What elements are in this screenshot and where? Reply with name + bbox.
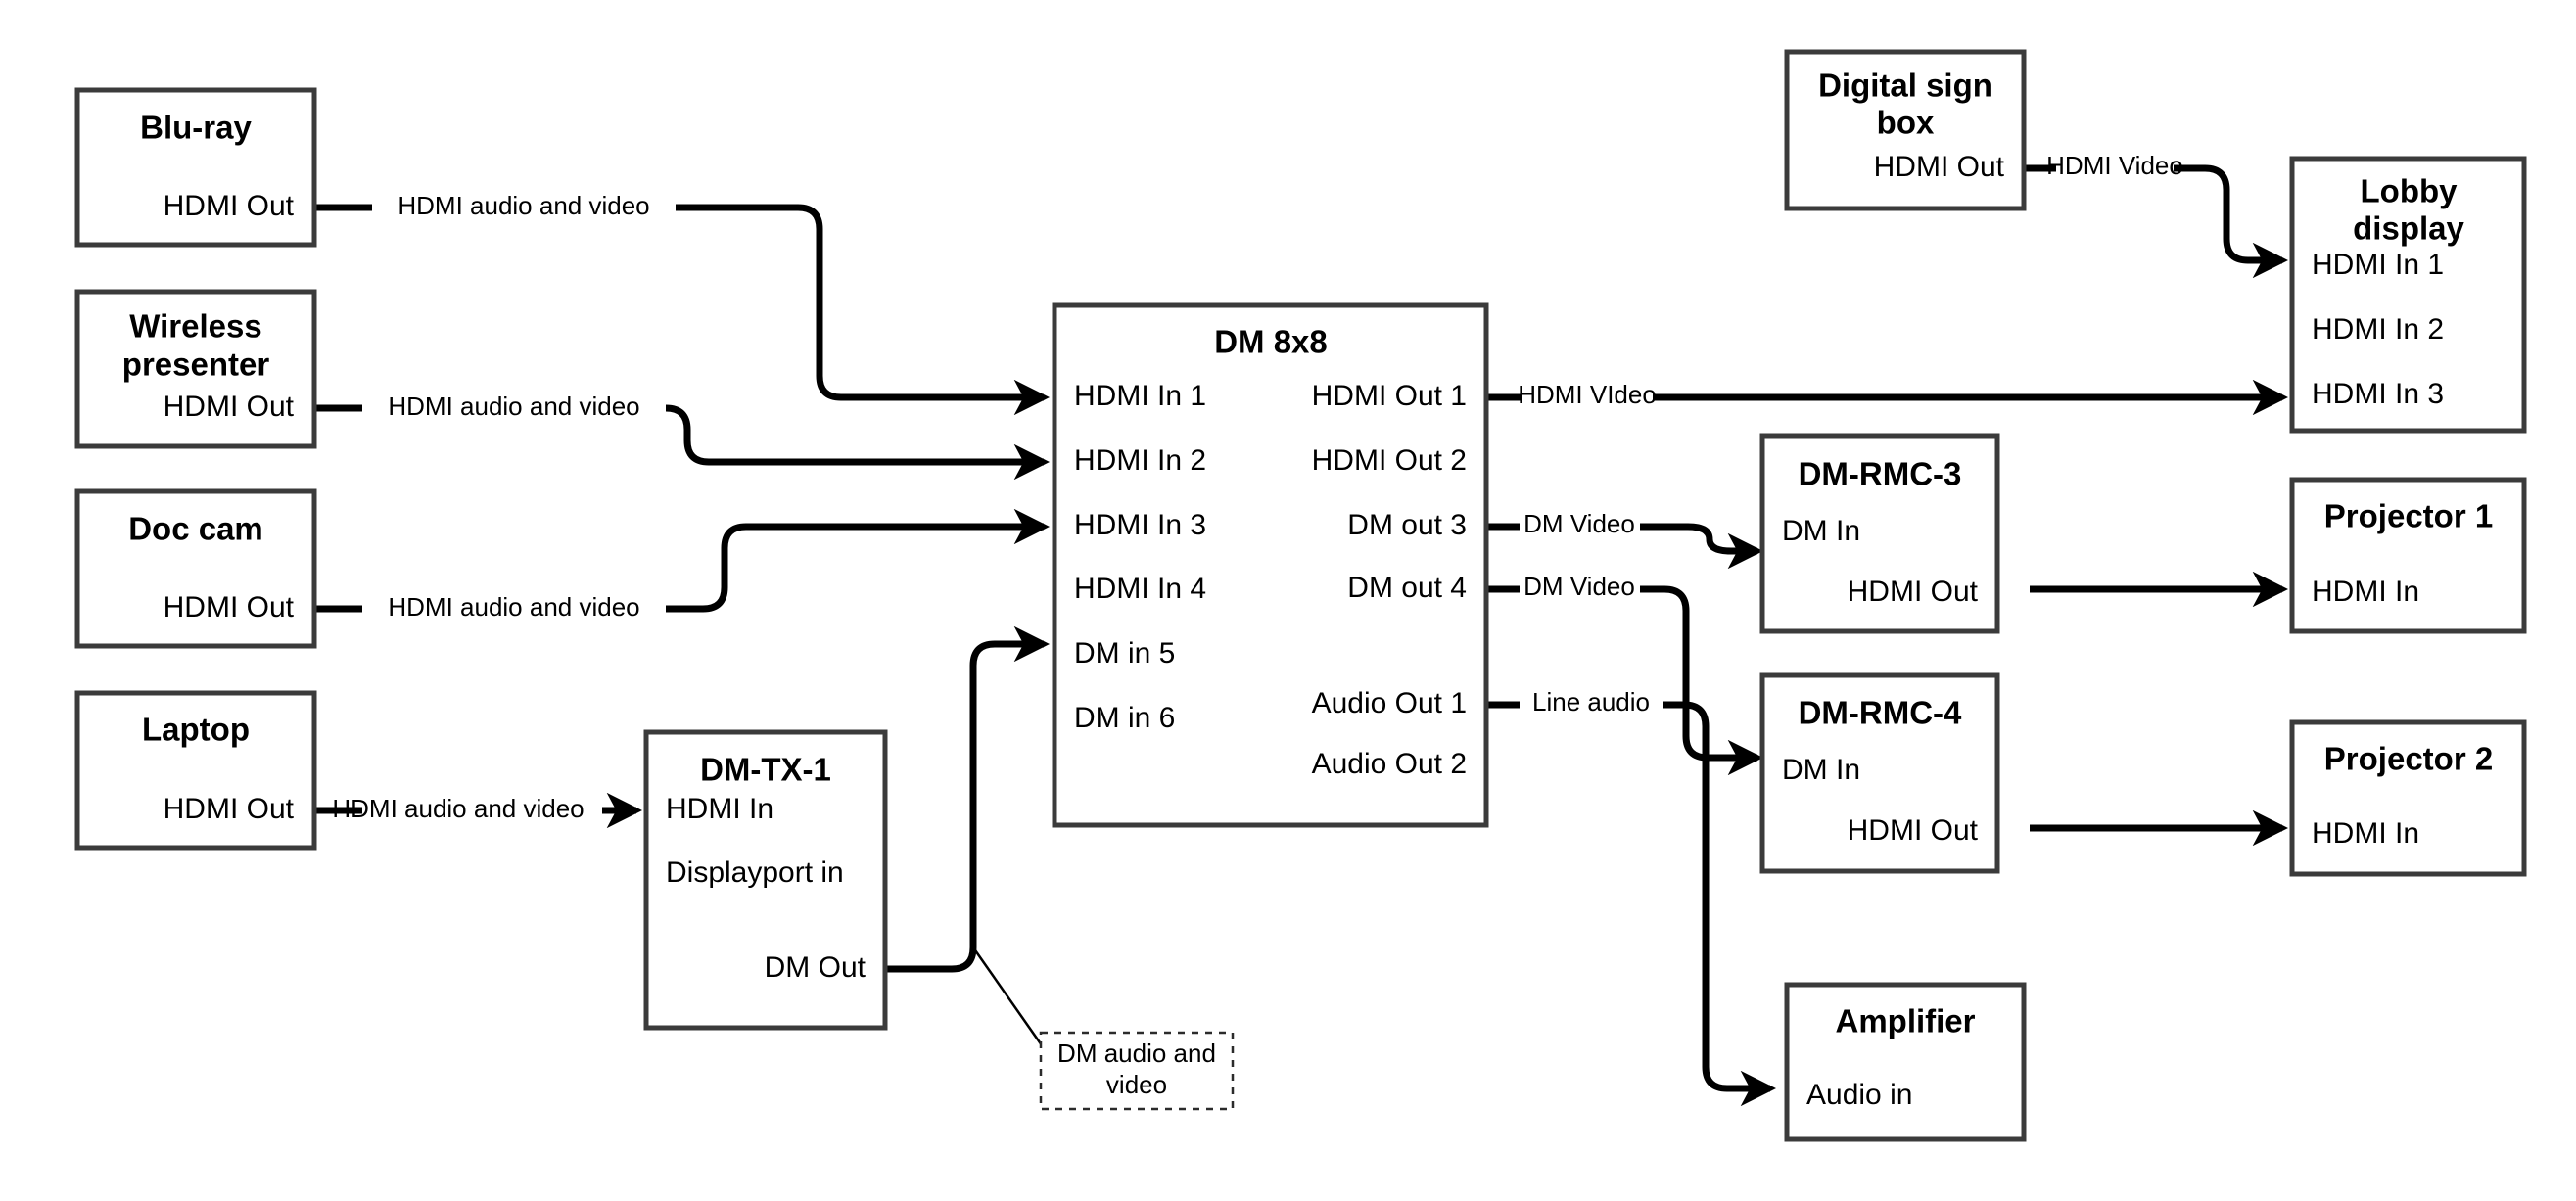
bluray-title: Blu-ray: [140, 110, 252, 146]
device-projector-1[interactable]: Projector 1 HDMI In: [2289, 477, 2527, 634]
projector-2-box[interactable]: [2289, 719, 2527, 877]
dm-8x8-port-hdmi-in-2: HDMI In 2: [1074, 444, 1206, 477]
dm-tx-1-box[interactable]: [643, 729, 888, 1031]
device-digital-sign-box[interactable]: Digital sign box HDMI Out: [1784, 49, 2027, 211]
cable-label-doccam: HDMI audio and video: [388, 592, 639, 622]
dm-rmc-3-box[interactable]: [1759, 433, 2000, 634]
cable-label-wireless: HDMI audio and video: [388, 392, 639, 421]
amplifier-title: Amplifier: [1835, 1003, 1975, 1039]
device-bluray[interactable]: Blu-ray HDMI Out: [74, 87, 317, 248]
connection-doccam-to-dm-in-3: [314, 508, 1051, 613]
doc-cam-title: Doc cam: [128, 511, 263, 547]
lobby-display-title-line1: Lobby: [2361, 173, 2459, 209]
lobby-display-port-hdmi-in-2: HDMI In 2: [2312, 313, 2444, 346]
wireless-presenter-title-line1: Wireless: [129, 308, 261, 345]
laptop-title: Laptop: [142, 712, 250, 748]
bluray-port-hdmi-out: HDMI Out: [164, 190, 295, 222]
dm-8x8-port-dm-out-3: DM out 3: [1347, 509, 1467, 541]
dm-tx-1-port-dm-out: DM Out: [765, 951, 866, 984]
digital-sign-box-title-line2: box: [1877, 105, 1935, 141]
connection-dm-out4-to-rmc4: [1486, 585, 1764, 776]
annotation-dm-audio-and-video: DM audio and video: [1039, 1031, 1235, 1111]
dm-note-line2: video: [1106, 1070, 1167, 1099]
projector-2-port-hdmi-in: HDMI In: [2312, 817, 2419, 850]
dm-tx-1-port-displayport-in: Displayport in: [666, 856, 844, 889]
cable-label-laptop: HDMI audio and video: [332, 794, 584, 823]
device-laptop[interactable]: Laptop HDMI Out: [74, 690, 317, 851]
amplifier-port-audio-in: Audio in: [1806, 1079, 1912, 1111]
wireless-presenter-title-line2: presenter: [122, 346, 270, 383]
dm-rmc-4-port-dm-in: DM In: [1782, 754, 1860, 786]
cable-label-hdmi-video-out1: HDMI VIdeo: [1518, 380, 1657, 409]
dm-tx-1-title: DM-TX-1: [700, 752, 831, 788]
dm-rmc-4-title: DM-RMC-4: [1799, 695, 1962, 731]
projector-2-title: Projector 2: [2324, 741, 2493, 777]
cable-label-bluray: HDMI audio and video: [398, 191, 649, 220]
cable-label-dm-video-3: DM Video: [1523, 509, 1635, 538]
dm-8x8-port-dm-in-6: DM in 6: [1074, 702, 1175, 734]
dm-rmc-4-box[interactable]: [1759, 672, 2000, 874]
dm-note-box: [1039, 1031, 1235, 1111]
bluray-box[interactable]: [74, 87, 317, 248]
projector-1-title: Projector 1: [2324, 498, 2493, 534]
laptop-port-hdmi-out: HDMI Out: [164, 793, 295, 825]
wireless-presenter-port-hdmi-out: HDMI Out: [164, 391, 295, 423]
dm-tx-1-port-hdmi-in: HDMI In: [666, 793, 773, 825]
dm-rmc-3-port-dm-in: DM In: [1782, 515, 1860, 547]
device-dm-8x8[interactable]: DM 8x8 HDMI In 1 HDMI In 2 HDMI In 3 HDM…: [1052, 302, 1489, 828]
dm-8x8-title: DM 8x8: [1214, 324, 1328, 360]
device-wireless-presenter[interactable]: Wireless presenter HDMI Out: [74, 289, 317, 449]
dm-8x8-port-hdmi-in-1: HDMI In 1: [1074, 380, 1206, 412]
device-dm-rmc-3[interactable]: DM-RMC-3 DM In HDMI Out: [1759, 433, 2000, 634]
dm-note-line1: DM audio and: [1057, 1039, 1216, 1068]
digital-sign-box-title-line1: Digital sign: [1818, 68, 1992, 104]
connection-dmtx1-to-dm-in-5: [885, 625, 1051, 1046]
laptop-box[interactable]: [74, 690, 317, 851]
connection-dm-out3-to-rmc3: [1486, 523, 1764, 570]
digital-sign-box-box[interactable]: [1784, 49, 2027, 211]
projector-1-box[interactable]: [2289, 477, 2527, 634]
doc-cam-box[interactable]: [74, 488, 317, 649]
connection-bluray-to-dm-in-1: [314, 204, 1051, 416]
dm-rmc-4-port-hdmi-out: HDMI Out: [1848, 814, 1979, 847]
cable-label-line-audio: Line audio: [1532, 687, 1650, 716]
dm-8x8-port-dm-out-4: DM out 4: [1347, 572, 1467, 604]
connection-signbox-to-lobby-in1: [2024, 164, 2289, 279]
dm-8x8-box[interactable]: [1052, 302, 1489, 828]
device-lobby-display[interactable]: Lobby display HDMI In 1 HDMI In 2 HDMI I…: [2289, 156, 2527, 434]
digital-sign-box-port-hdmi-out: HDMI Out: [1874, 151, 2005, 183]
dm-8x8-port-hdmi-out-1: HDMI Out 1: [1312, 380, 1467, 412]
dm-rmc-3-port-hdmi-out: HDMI Out: [1848, 576, 1979, 608]
device-projector-2[interactable]: Projector 2 HDMI In: [2289, 719, 2527, 877]
cable-label-dm-video-4: DM Video: [1523, 572, 1635, 601]
dm-8x8-port-hdmi-in-3: HDMI In 3: [1074, 509, 1206, 541]
lobby-display-port-hdmi-in-3: HDMI In 3: [2312, 378, 2444, 410]
projector-1-port-hdmi-in: HDMI In: [2312, 576, 2419, 608]
lobby-display-box[interactable]: [2289, 156, 2527, 434]
doc-cam-port-hdmi-out: HDMI Out: [164, 591, 295, 624]
lobby-display-title-line2: display: [2353, 210, 2464, 247]
dm-8x8-port-audio-out-1: Audio Out 1: [1312, 687, 1467, 719]
dm-rmc-3-title: DM-RMC-3: [1799, 456, 1962, 492]
connection-wireless-to-dm-in-2: [314, 404, 1051, 481]
wireless-presenter-box[interactable]: [74, 289, 317, 449]
dm-8x8-port-hdmi-out-2: HDMI Out 2: [1312, 444, 1467, 477]
device-dm-rmc-4[interactable]: DM-RMC-4 DM In HDMI Out: [1759, 672, 2000, 874]
amplifier-box[interactable]: [1784, 982, 2027, 1142]
lobby-display-port-hdmi-in-1: HDMI In 1: [2312, 249, 2444, 281]
device-doc-cam[interactable]: Doc cam HDMI Out: [74, 488, 317, 649]
dm-8x8-port-hdmi-in-4: HDMI In 4: [1074, 573, 1206, 605]
cable-label-sign-hdmi-video: HDMI Video: [2046, 151, 2183, 180]
dm-8x8-port-audio-out-2: Audio Out 2: [1312, 748, 1467, 780]
dm-8x8-port-dm-in-5: DM in 5: [1074, 637, 1175, 670]
device-dm-tx-1[interactable]: DM-TX-1 HDMI In Displayport in DM Out: [643, 729, 888, 1031]
connection-dm-audio1-to-amp: [1486, 701, 1777, 1107]
device-amplifier[interactable]: Amplifier Audio in: [1784, 982, 2027, 1142]
